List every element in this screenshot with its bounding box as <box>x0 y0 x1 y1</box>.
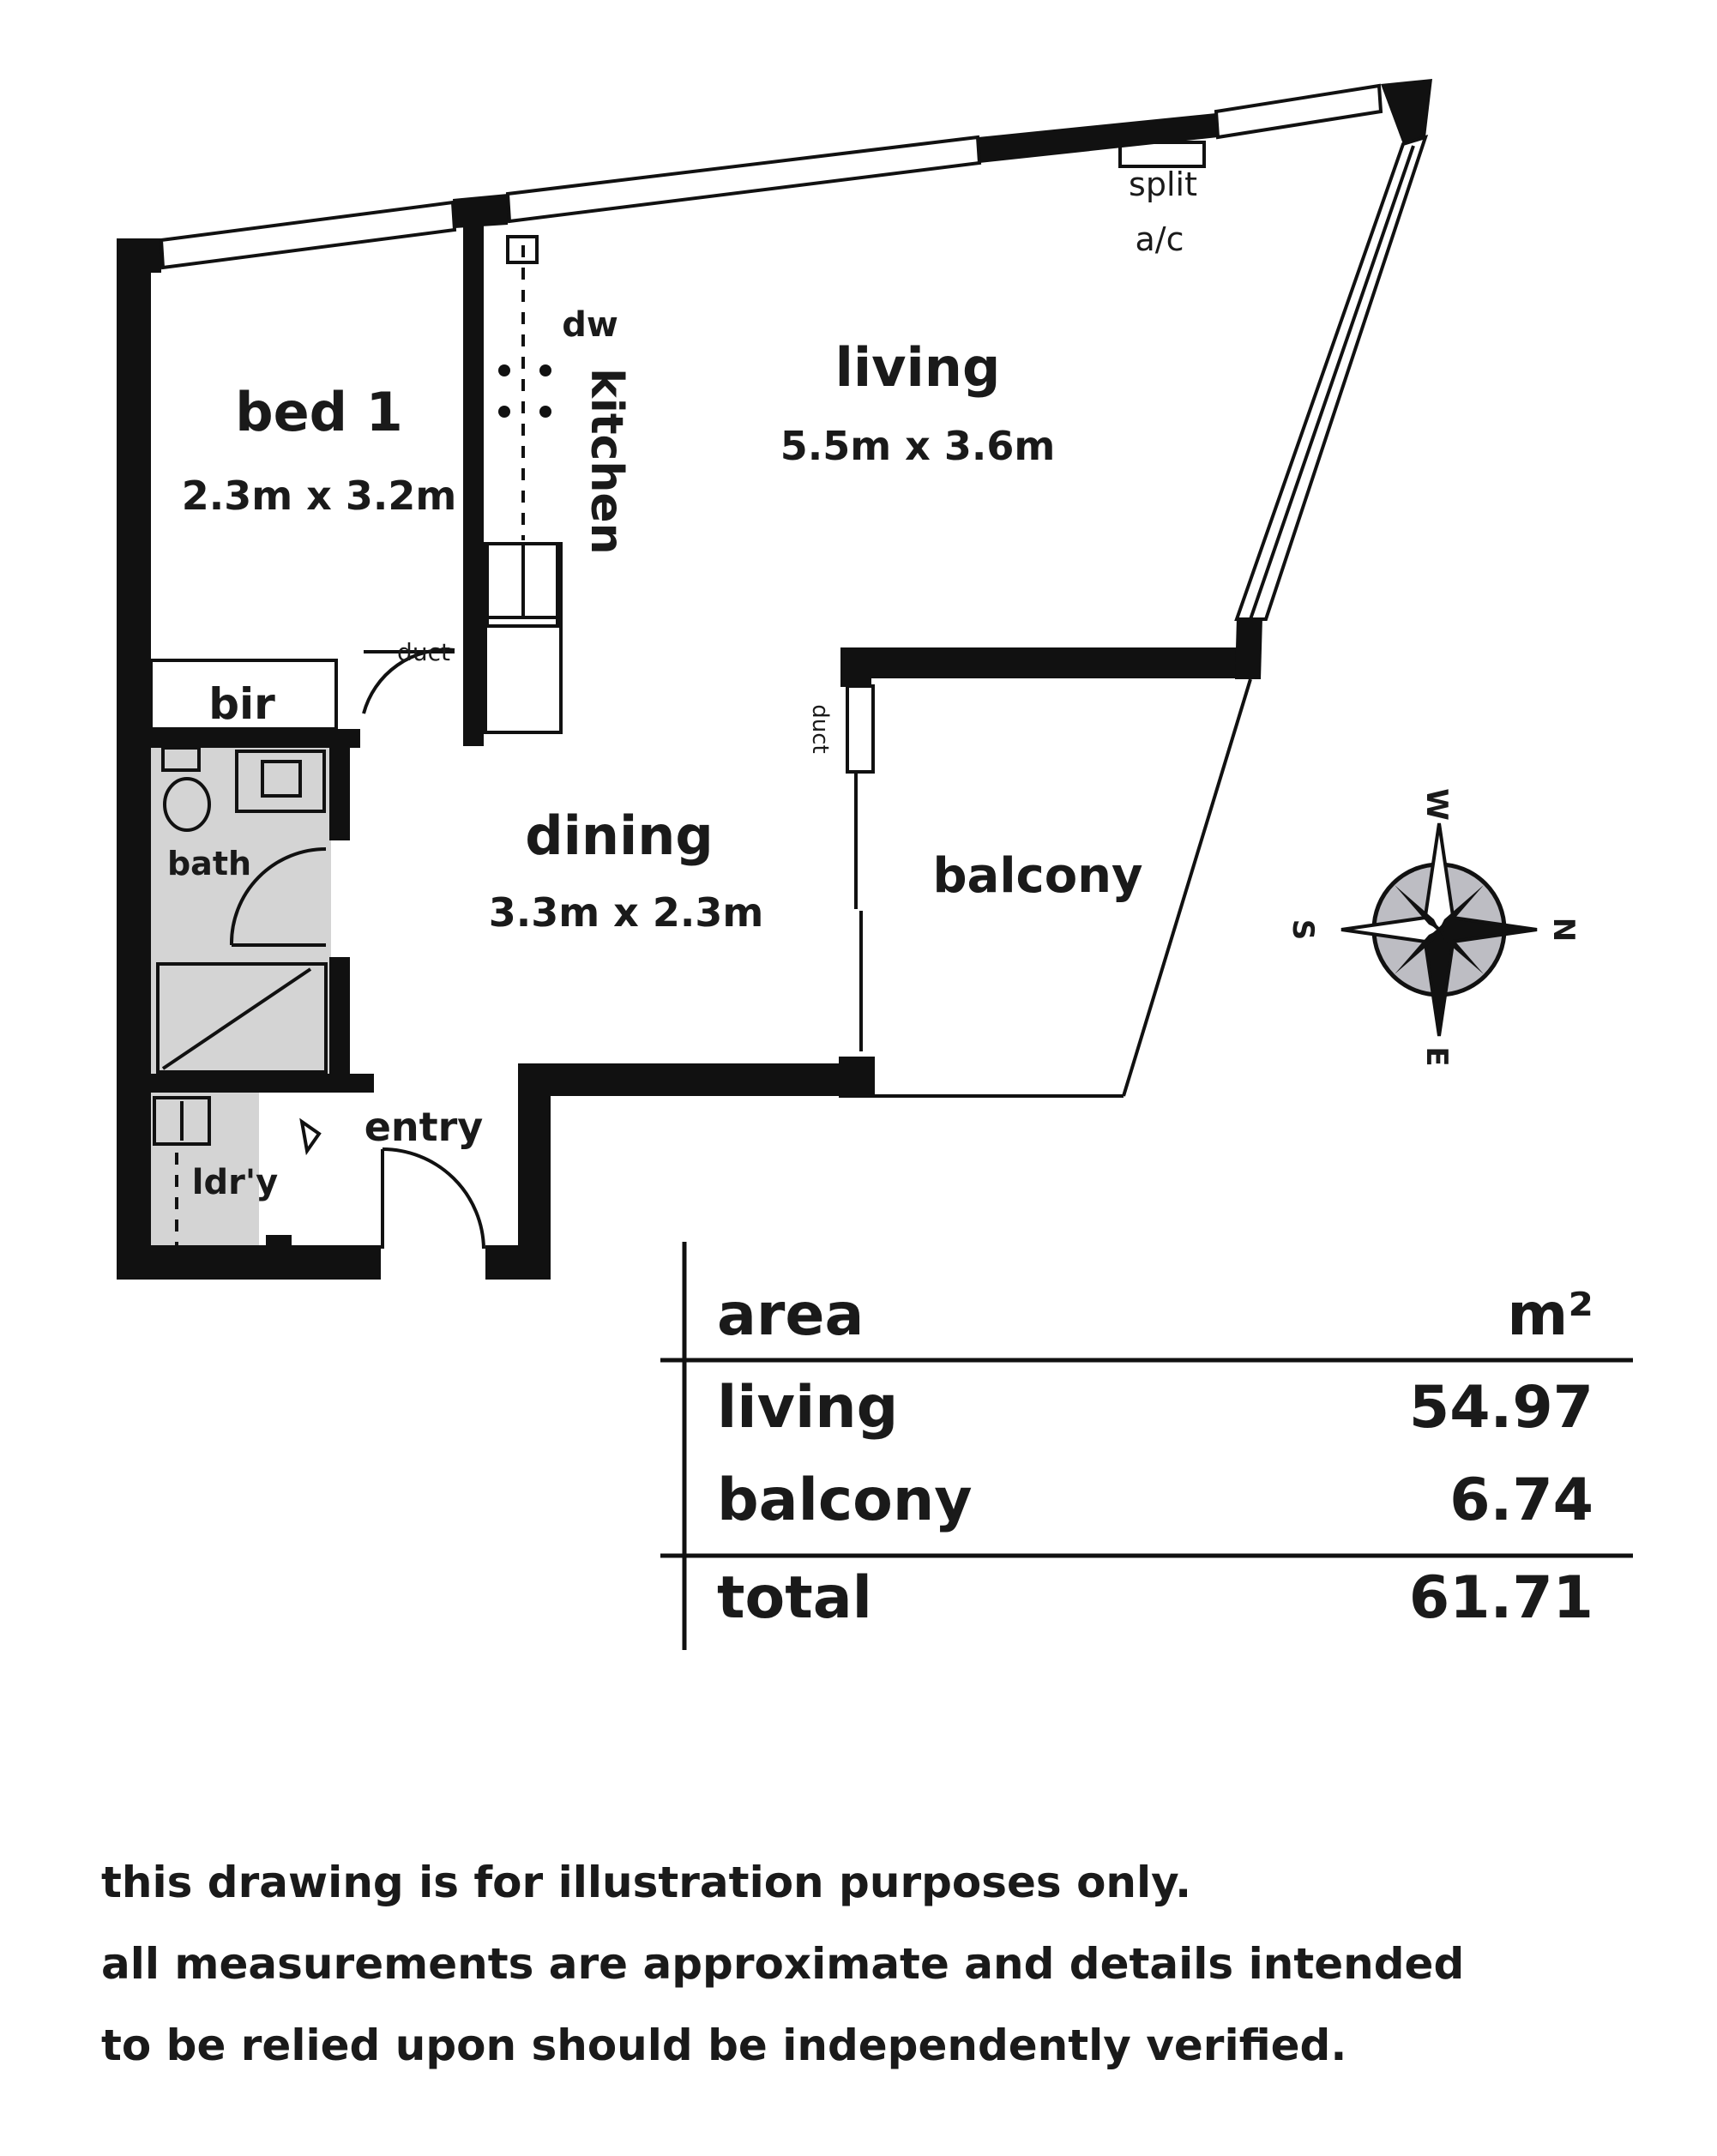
living-dims: 5.5m x 3.6m <box>780 423 1056 469</box>
partitions <box>149 542 1252 1250</box>
dashed-lines <box>175 245 525 1245</box>
compass-icon <box>1340 822 1538 1037</box>
area-total-value: 61.71 <box>1409 1564 1593 1632</box>
compass-east: E <box>1419 1046 1454 1066</box>
compass-north: N <box>1546 918 1581 942</box>
laundry-label: ldr'y <box>192 1163 278 1202</box>
area-table: area m² living 54.97 balcony 6.74 total … <box>660 1242 1633 1650</box>
bath-floor <box>151 746 331 1074</box>
bir-label: bir <box>208 679 275 729</box>
walls <box>117 79 1432 1280</box>
area-total-label: total <box>717 1564 872 1632</box>
disclaimer-line: this drawing is for illustration purpose… <box>101 1858 1192 1907</box>
dining-dims: 3.3m x 2.3m <box>489 889 764 936</box>
living-label: living <box>835 336 1001 399</box>
dw-label: dw <box>562 305 618 345</box>
dining-label: dining <box>525 804 714 867</box>
area-header-unit: m² <box>1507 1281 1593 1349</box>
laundry-floor <box>151 1091 259 1245</box>
disclaimer-line: all measurements are approximate and det… <box>101 1939 1465 1989</box>
entry-label: entry <box>364 1104 484 1150</box>
disclaimer-line: to be relied upon should be independentl… <box>101 2020 1347 2070</box>
area-row-value: 6.74 <box>1449 1466 1593 1534</box>
ac-label: a/c <box>1136 220 1184 258</box>
area-row-value: 54.97 <box>1409 1374 1593 1442</box>
disclaimer: this drawing is for illustration purpose… <box>101 1842 1696 2087</box>
area-row-label: living <box>717 1374 898 1442</box>
duct-label-bed: duct <box>397 638 450 666</box>
compass-west: W <box>1419 788 1454 821</box>
windows <box>159 83 1429 621</box>
split-ac-unit <box>1118 141 1206 168</box>
area-row-label: balcony <box>717 1466 973 1534</box>
area-header-label: area <box>717 1281 864 1349</box>
balcony-label: balcony <box>932 848 1142 904</box>
bed1-label: bed 1 <box>235 381 403 443</box>
bath-label: bath <box>167 845 251 882</box>
compass-south: S <box>1286 919 1320 941</box>
duct-label-balcony: duct <box>807 704 833 753</box>
kitchen-label: kitchen <box>581 368 632 554</box>
bed1-dims: 2.3m x 3.2m <box>182 473 457 519</box>
split-label: split <box>1129 166 1197 203</box>
cooktop-icon <box>498 364 551 418</box>
sink-icon <box>506 235 539 264</box>
